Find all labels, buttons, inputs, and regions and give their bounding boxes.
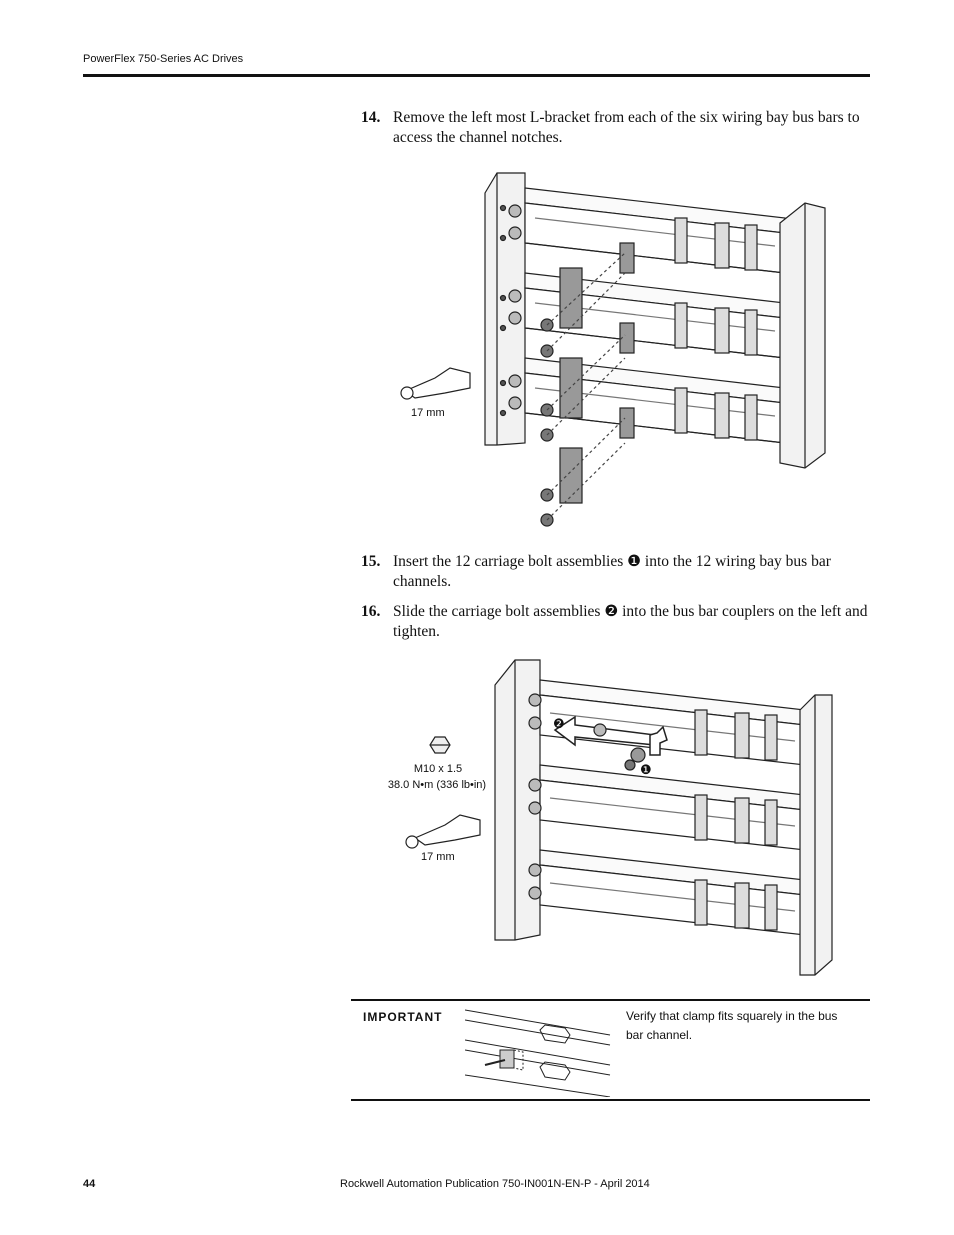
step-15: 15. Insert the 12 carriage bolt assembli… bbox=[361, 552, 871, 592]
step-16: 16. Slide the carriage bolt assemblies ❷… bbox=[361, 602, 871, 642]
torque-label: 38.0 N•m (336 lb•in) bbox=[387, 779, 487, 791]
clamp-detail-figure bbox=[465, 1009, 611, 1097]
page-number: 44 bbox=[83, 1178, 96, 1190]
running-header: PowerFlex 750-Series AC Drives bbox=[83, 53, 244, 65]
step-text: Insert the 12 carriage bolt assemblies ❶… bbox=[393, 553, 831, 590]
nut-spec-label: M10 x 1.5 bbox=[413, 763, 463, 775]
step-number: 16. bbox=[361, 603, 381, 620]
callout-2: ❷ bbox=[553, 716, 565, 731]
step-number: 14. bbox=[361, 109, 381, 126]
step-14: 14. Remove the left most L-bracket from … bbox=[361, 108, 871, 148]
step-number: 15. bbox=[361, 553, 381, 570]
step-text: Remove the left most L-bracket from each… bbox=[393, 109, 860, 146]
step-text: Slide the carriage bolt assemblies ❷ int… bbox=[393, 603, 868, 640]
important-top-rule bbox=[351, 999, 870, 1001]
header-rule bbox=[83, 74, 870, 77]
wrench-size-label: 17 mm bbox=[421, 851, 455, 863]
publication-footer: Rockwell Automation Publication 750-IN00… bbox=[340, 1178, 650, 1190]
bus-bar-l-bracket-figure bbox=[400, 172, 826, 527]
important-bottom-rule bbox=[351, 1099, 870, 1101]
important-text: Verify that clamp fits squarely in the b… bbox=[626, 1009, 838, 1042]
carriage-bolt-figure bbox=[405, 659, 833, 976]
wrench-size-label: 17 mm bbox=[411, 407, 445, 419]
important-label: IMPORTANT bbox=[363, 1010, 443, 1024]
callout-1: ❶ bbox=[640, 762, 652, 777]
